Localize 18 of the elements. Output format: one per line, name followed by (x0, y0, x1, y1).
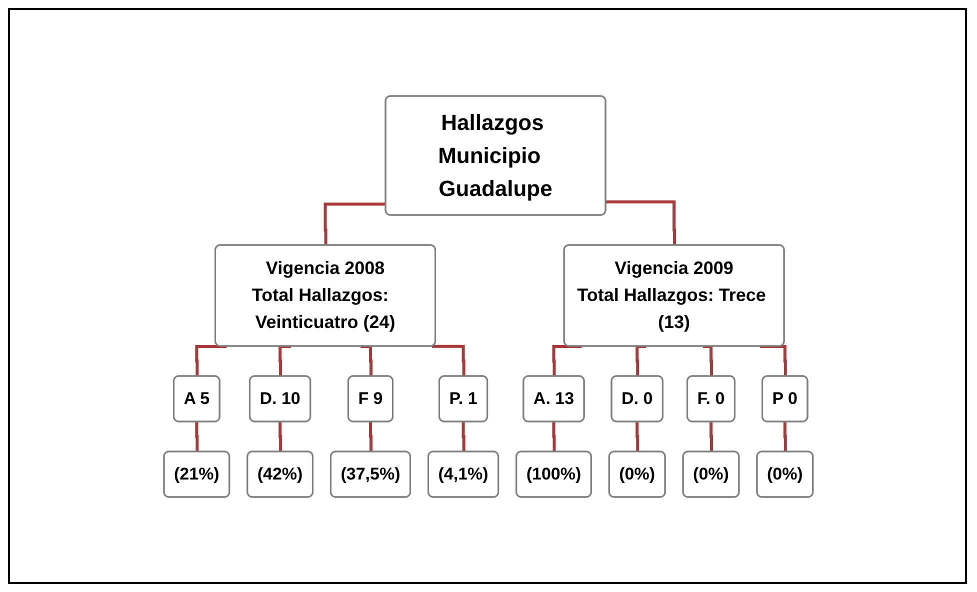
connector (324, 202, 386, 245)
connector (636, 344, 646, 376)
connector (195, 420, 199, 452)
connector (703, 344, 714, 376)
connector (710, 420, 714, 452)
connector (783, 420, 787, 452)
connector (760, 344, 787, 376)
connector (462, 420, 466, 452)
connector (552, 420, 556, 452)
connector (278, 420, 282, 452)
connector (195, 344, 227, 376)
connector (360, 344, 373, 376)
connector (606, 200, 676, 245)
connector (636, 420, 640, 452)
connector (278, 344, 291, 376)
connector (369, 420, 373, 452)
connector (432, 344, 466, 376)
connector (552, 344, 582, 376)
